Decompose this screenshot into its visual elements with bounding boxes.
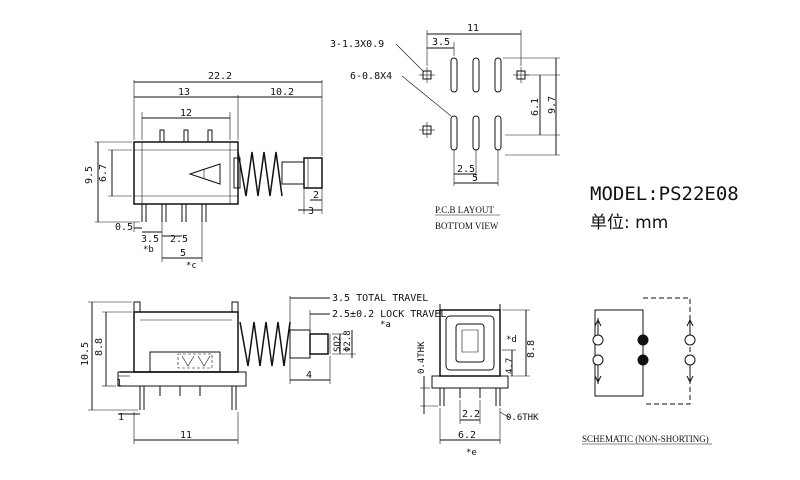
plunger-cap [303,157,323,189]
unit-label: 单位: mm [590,213,668,233]
note-b: *b [143,245,154,255]
dim-thk: 0.4THK [417,341,427,374]
dim-h2: 8.8 [526,340,537,358]
model-label: MODEL:PS22E08 [590,183,739,205]
dim-thk2: 0.6THK [506,413,539,423]
pcb-dim-pitch: 2.5 [457,164,475,175]
schematic-title: SCHEMATIC (NON-SHORTING) [582,434,709,444]
slot-pad-4 [450,115,458,151]
contact-4 [637,354,649,366]
front-view: 22.2 13 10.2 12 9.5 6.7 0.5 3.5 *b 2.5 5… [84,71,323,271]
dim-height-inner: 6.7 [98,164,109,182]
dim-overall-h: 10.5 [80,342,91,366]
note-a: *a [380,320,391,330]
schematic: SCHEMATIC (NON-SHORTING) [582,297,712,445]
contact-3 [637,334,649,346]
slot-pad-6 [494,115,502,151]
note-c: *c [186,261,197,271]
contact-5 [684,334,696,346]
dim-body-h: 8.8 [94,338,105,356]
dim-dia: Φ2.8 [343,330,353,352]
dim-height: 9.5 [84,166,95,184]
pcb-dim-width: 11 [467,23,479,34]
contact-6 [684,354,696,366]
dim-pitch-c: 5 [180,248,186,259]
pcb-layout-subtitle: BOTTOM VIEW [435,221,499,231]
pcb-dim-span: 5 [472,173,478,184]
dim-square: SQ2 [333,336,343,352]
plunger-shaft [281,161,305,185]
pcb-dim-spacing: 3.5 [432,37,450,48]
pcb-dim-total: 9.7 [547,96,558,114]
dim-total-travel: 3.5 TOTAL TRAVEL [332,293,428,304]
slot-pad-2 [472,57,480,93]
end-body [439,309,501,377]
dim-body: 13 [178,87,190,98]
dim-h1: 4.7 [505,358,515,374]
slot-pad-5 [472,115,480,151]
callout-square-holes: 3-1.3X0.9 [330,39,384,50]
dim-inner: 12 [180,108,192,119]
dim-pin2: 1 [118,412,124,423]
slot-pad-1 [450,57,458,93]
side-plunger [289,329,311,359]
dim-plunger: 10.2 [270,87,294,98]
contact-1 [592,334,604,346]
dim-cap-2: 2 [313,190,319,201]
side-spring [239,321,291,367]
callout-slot-holes: 6-0.8X4 [350,71,392,82]
dim-lock-travel: 2.5±0.2 LOCK TRAVEL [332,309,446,320]
dim-pin: 1 [116,378,122,389]
latch-arrow-shape [188,163,221,185]
pcb-layout: 11 3.5 6.1 9.7 2.5 5 3-1.3X0.9 6-0.8X4 P… [330,23,560,231]
pcb-layout-title: P.C.B LAYOUT [435,205,494,215]
dim-pin-offset: 0.5 [115,222,133,233]
contact-2 [592,354,604,366]
spring [233,151,283,197]
side-view: 3.5 TOTAL TRAVEL 2.5±0.2 LOCK TRAVEL *a … [80,293,446,444]
dim-pitch: 2.5 [170,234,188,245]
dim-overall: 22.2 [208,71,232,82]
schematic-pole-right [643,297,691,405]
note-e: *e [466,448,477,458]
pcb-dim-row: 6.1 [530,98,541,116]
slot-pad-3 [494,57,502,93]
dim-pitch-b: 3.5 [141,234,159,245]
dim-length: 11 [180,430,192,441]
front-body [133,141,239,205]
dim-w1: 2.2 [462,409,480,420]
schematic-pole-left [594,309,644,397]
note-d: *d [506,335,517,345]
end-view: 0.4THK 8.8 4.7 *d 2.2 0.6THK 6.2 *e [417,304,539,458]
dim-stem: 4 [306,370,312,381]
dim-w2: 6.2 [458,430,476,441]
dim-cap-3: 3 [308,206,314,217]
